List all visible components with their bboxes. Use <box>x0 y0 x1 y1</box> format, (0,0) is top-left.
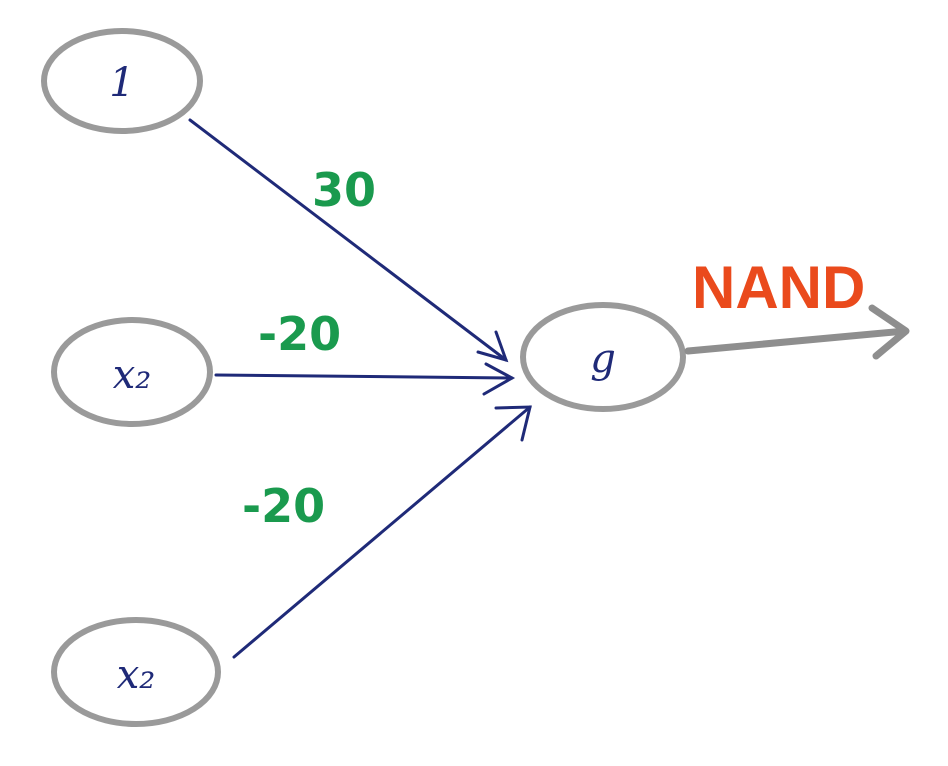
edge-input-a <box>214 362 516 396</box>
output-label: NAND <box>692 254 865 321</box>
bias-node: 1 <box>41 28 203 134</box>
edge-input-a-arrowhead <box>482 362 516 396</box>
weight-bias: 30 <box>312 163 376 217</box>
input-node-a: x₂ <box>51 317 213 427</box>
edge-bias-arrowhead <box>476 330 509 363</box>
weight-input-a: -20 <box>258 307 341 361</box>
input-node-a-label: x₂ <box>113 352 152 398</box>
weight-input-b: -20 <box>242 479 325 533</box>
edge-input-b-arrowhead <box>494 405 532 442</box>
output-arrow <box>684 304 910 360</box>
input-node-b: x₂ <box>51 617 221 727</box>
edge-input-b <box>232 405 532 659</box>
output-arrowhead <box>868 304 910 360</box>
output-node: g <box>520 302 686 412</box>
output-node-label: g <box>590 336 616 382</box>
bias-node-label: 1 <box>109 60 134 106</box>
edge-bias <box>188 118 509 363</box>
input-node-b-label: x₂ <box>117 652 156 698</box>
